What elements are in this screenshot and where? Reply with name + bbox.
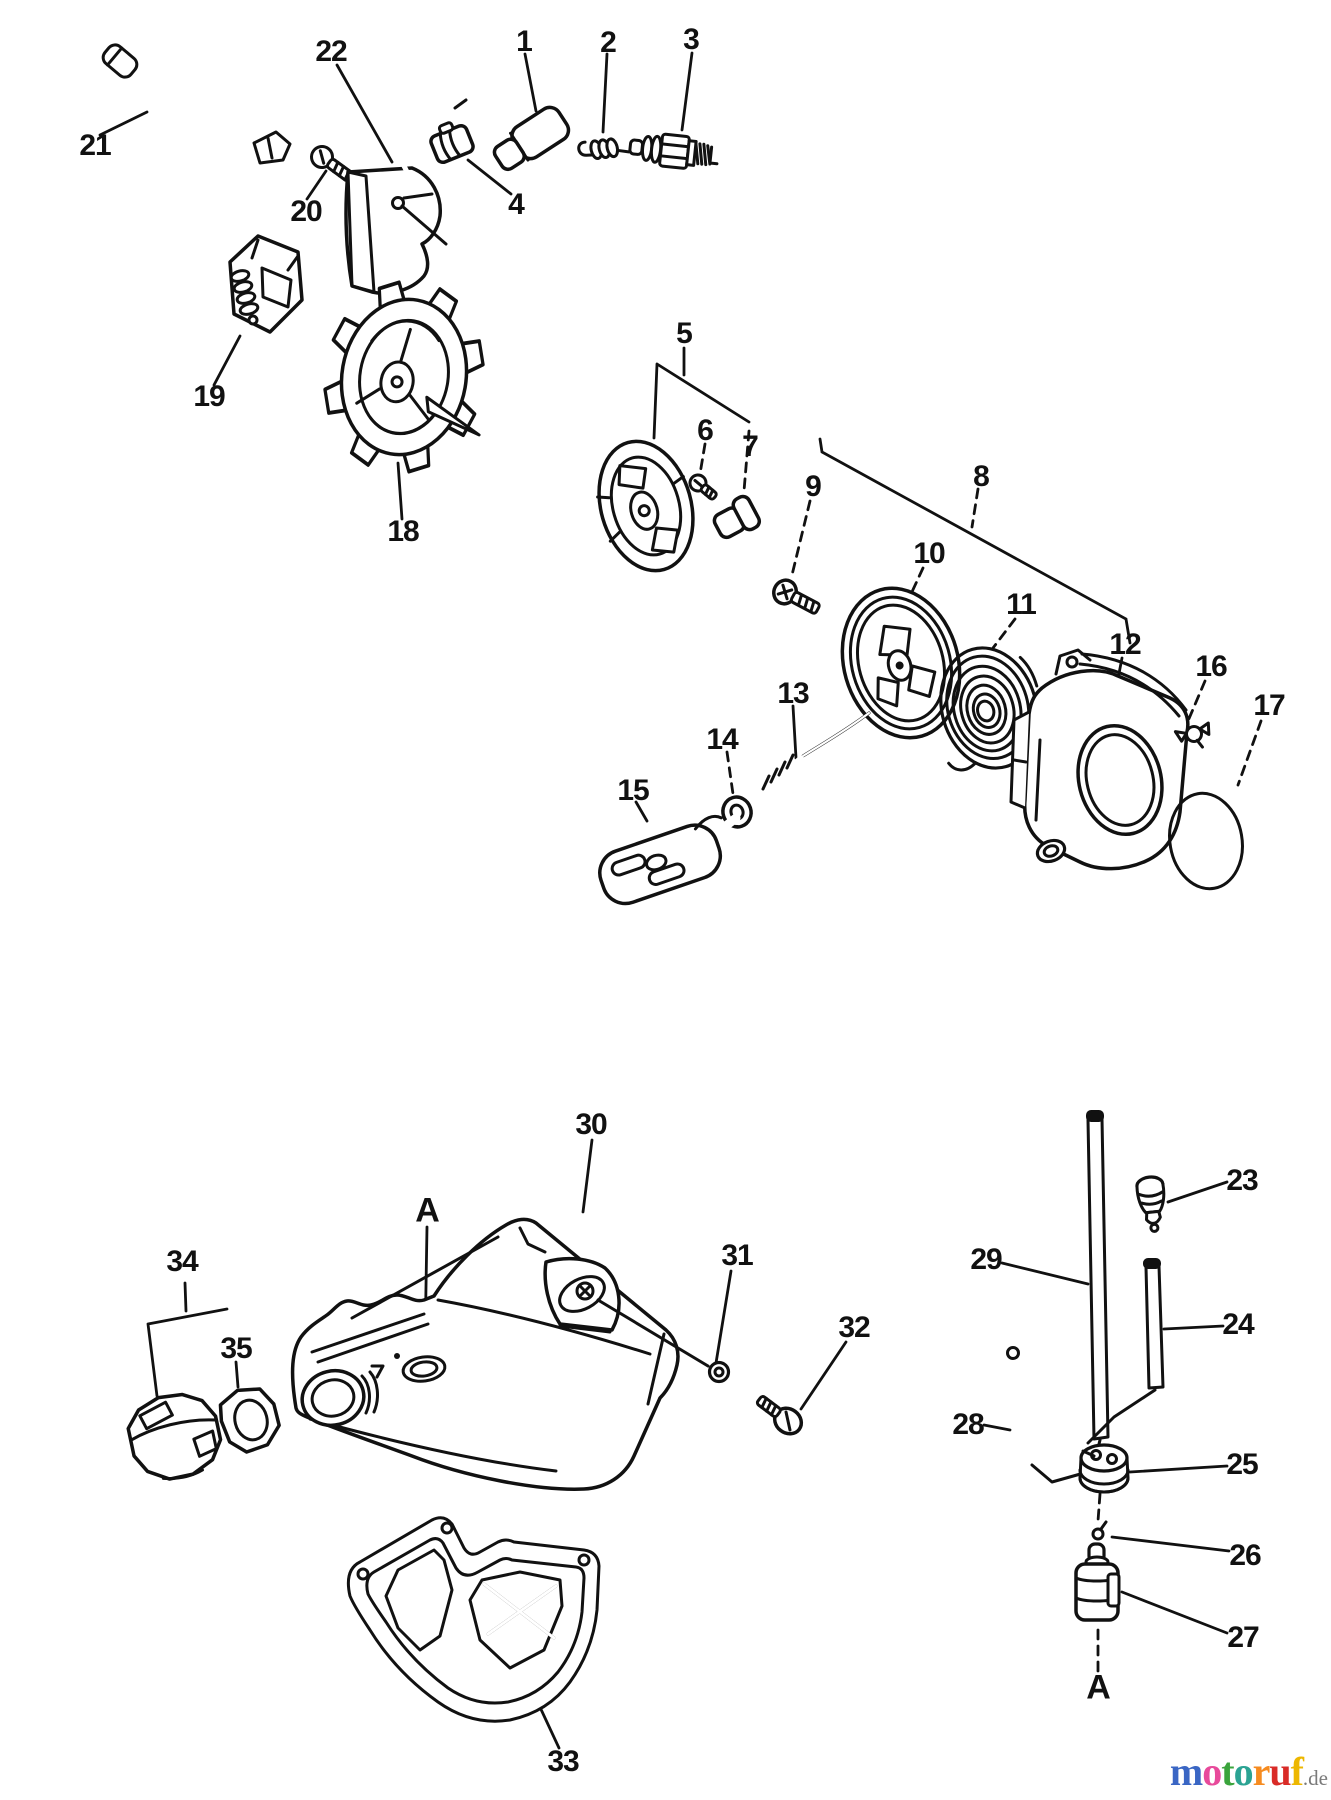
check-valve xyxy=(1135,1175,1166,1233)
part-label-20-19: 20 xyxy=(290,195,322,228)
cap-gasket-ring xyxy=(218,1387,281,1454)
ignition-coil xyxy=(344,44,468,295)
part-label-13-12: 13 xyxy=(777,677,809,710)
flywheel xyxy=(323,280,485,474)
part-label-35-34: 35 xyxy=(220,1332,252,1365)
part-label-28-27: 28 xyxy=(952,1408,984,1441)
tank-grommet xyxy=(1078,1443,1130,1494)
rope-pulley xyxy=(840,586,962,740)
part-label-19-18: 19 xyxy=(193,380,225,413)
part-label-17-16: 17 xyxy=(1253,689,1285,722)
housing-o-ring xyxy=(1168,791,1244,891)
part-label-15-14: 15 xyxy=(617,774,649,807)
spark-plug-terminal xyxy=(577,137,631,161)
part-label-14-13: 14 xyxy=(706,723,738,756)
part-label-22-21: 22 xyxy=(315,35,347,68)
starter-housing xyxy=(1009,648,1190,871)
part-label-16-15: 16 xyxy=(1195,650,1227,683)
spark-plug-boot xyxy=(492,105,571,172)
part-label-3-2: 3 xyxy=(683,23,700,56)
part-label-29-28: 29 xyxy=(970,1243,1002,1276)
coil-grommet xyxy=(429,121,475,165)
tank-screw xyxy=(755,1395,804,1436)
part-label-12-11: 12 xyxy=(1109,628,1141,661)
pipe-long xyxy=(1086,1110,1110,1454)
part-label-4-3: 4 xyxy=(508,188,525,221)
part-label-11-10: 11 xyxy=(1006,588,1037,621)
part-label-25-24: 25 xyxy=(1226,1448,1258,1481)
part-label-6-5: 6 xyxy=(697,414,714,447)
part-label-21-20: 21 xyxy=(79,129,111,162)
part-label-A-36: A xyxy=(1086,1668,1111,1707)
fuel-cap xyxy=(126,1392,223,1481)
starter-rope xyxy=(759,711,871,795)
logo-letter-u: u xyxy=(1269,1749,1291,1794)
logo-letter-t: t xyxy=(1221,1749,1234,1794)
pipe-curved xyxy=(1002,1346,1086,1484)
part-label-2-1: 2 xyxy=(600,26,617,59)
logo-suffix: .de xyxy=(1302,1766,1328,1790)
pipe-short xyxy=(1086,1258,1165,1445)
housing-screw xyxy=(772,578,821,615)
part-label-A-35: A xyxy=(415,1191,440,1230)
part-label-10-9: 10 xyxy=(913,537,945,570)
logo-letter-o: o xyxy=(1202,1749,1222,1794)
starter-pawl xyxy=(712,494,762,540)
grommet-clip xyxy=(1091,1520,1108,1541)
part-label-30-29: 30 xyxy=(575,1108,607,1141)
pawl-screw xyxy=(688,473,718,501)
tank-guard xyxy=(346,1516,601,1723)
part-label-34-33: 34 xyxy=(166,1245,198,1278)
part-label-31-30: 31 xyxy=(721,1239,753,1272)
part-label-24-23: 24 xyxy=(1222,1308,1254,1341)
fuel-filter xyxy=(1074,1542,1121,1622)
starter-pawl-plate xyxy=(596,439,695,573)
ignition-module xyxy=(228,234,304,334)
spark-plug-wire xyxy=(101,43,292,165)
housing-clip xyxy=(1173,721,1211,749)
logo-letter-o: o xyxy=(1233,1749,1254,1794)
spark-plug xyxy=(628,132,719,170)
part-label-26-25: 26 xyxy=(1229,1539,1261,1572)
tank-washer xyxy=(707,1360,731,1384)
logo-word: motoruf xyxy=(1169,1748,1304,1795)
fuel-tank xyxy=(290,1217,710,1491)
part-label-27-26: 27 xyxy=(1227,1621,1259,1654)
part-label-9-8: 9 xyxy=(805,470,822,503)
part-label-5-4: 5 xyxy=(676,317,693,350)
part-label-8-7: 8 xyxy=(973,460,990,493)
leader-lines xyxy=(98,51,1263,1750)
part-label-32-31: 32 xyxy=(838,1311,870,1344)
part-label-1-0: 1 xyxy=(516,25,533,58)
logo-letter-r: r xyxy=(1252,1749,1271,1794)
part-label-23-22: 23 xyxy=(1226,1164,1258,1197)
part-label-33-32: 33 xyxy=(547,1745,579,1778)
starter-handle xyxy=(598,813,741,906)
site-watermark: motoruf.de xyxy=(1168,1748,1328,1796)
part-label-18-17: 18 xyxy=(387,515,419,548)
part-label-7-6: 7 xyxy=(742,430,759,463)
logo-letter-f: f xyxy=(1290,1749,1304,1794)
logo-letter-m: m xyxy=(1169,1749,1203,1794)
